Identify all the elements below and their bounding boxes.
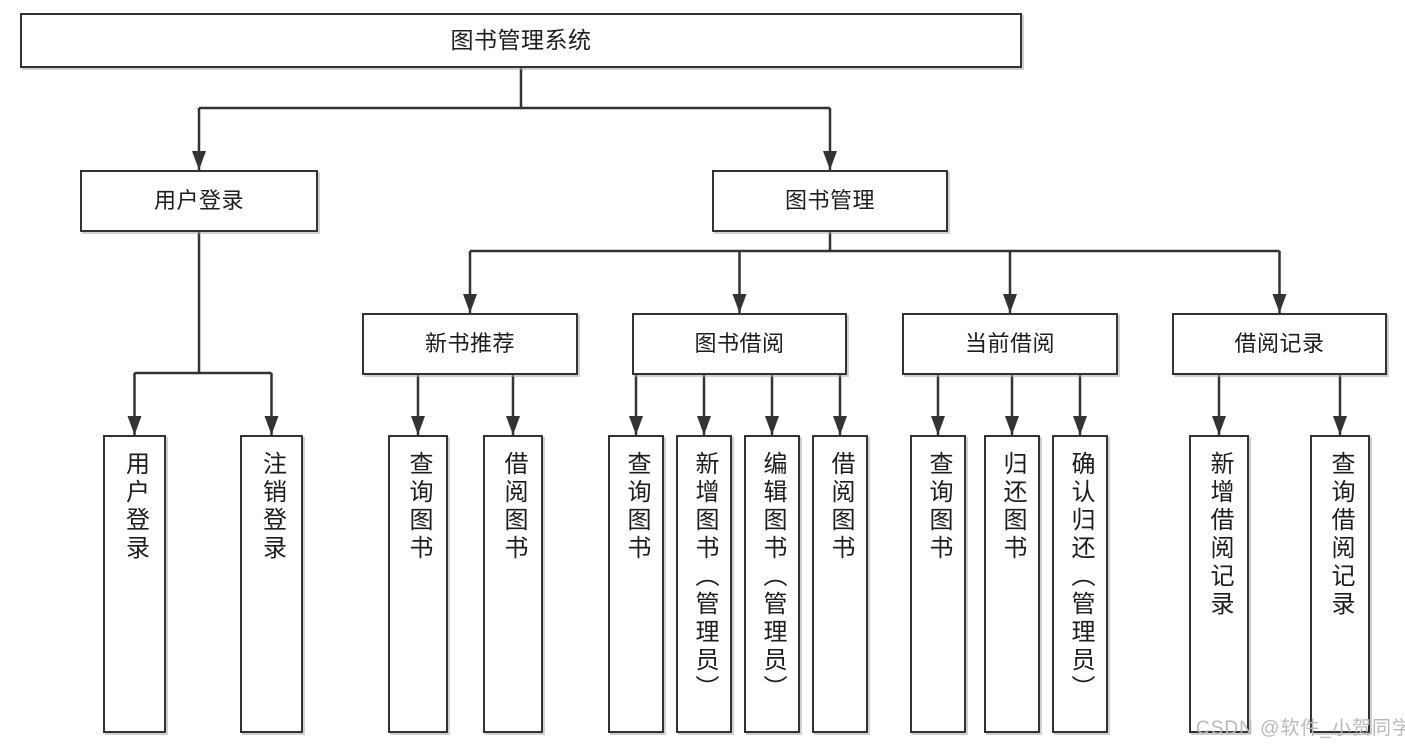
- node-leaf-query-book-3[interactable]: 查询图书: [910, 435, 966, 733]
- node-label: 编辑图书（管理员）: [759, 451, 786, 703]
- node-label: 确认归还（管理员）: [1067, 451, 1094, 703]
- node-leaf-return-book[interactable]: 归还图书: [984, 435, 1040, 733]
- node-label: 查询图书: [925, 451, 952, 563]
- node-leaf-query-book-2[interactable]: 查询图书: [608, 435, 664, 733]
- node-leaf-borrow-book-2[interactable]: 借阅图书: [812, 435, 868, 733]
- node-label: 查询图书: [405, 451, 432, 563]
- node-label: 查询借阅记录: [1327, 451, 1354, 619]
- node-root[interactable]: 图书管理系统: [20, 13, 1022, 68]
- node-label: 图书借阅: [694, 330, 785, 356]
- watermark: CSDN @软件_小贺同学: [1196, 718, 1405, 739]
- node-leaf-add-book-admin[interactable]: 新增图书（管理员）: [676, 435, 732, 733]
- node-label: 注销登录: [258, 451, 286, 563]
- node-leaf-user-login[interactable]: 用户登录: [103, 435, 166, 733]
- node-label: 借阅图书: [827, 451, 854, 563]
- node-label: 用户登录: [121, 451, 149, 563]
- node-book-borrow[interactable]: 图书借阅: [632, 313, 847, 375]
- node-label: 图书管理系统: [450, 26, 592, 53]
- node-label: 归还图书: [999, 451, 1026, 563]
- node-borrow-record[interactable]: 借阅记录: [1172, 313, 1387, 375]
- node-book-management[interactable]: 图书管理: [712, 170, 948, 232]
- node-label: 新增图书（管理员）: [691, 451, 718, 703]
- node-leaf-add-borrow-record[interactable]: 新增借阅记录: [1189, 435, 1249, 733]
- node-leaf-edit-book-admin[interactable]: 编辑图书（管理员）: [744, 435, 800, 733]
- node-label: 借阅记录: [1234, 330, 1325, 356]
- node-label: 用户登录: [153, 187, 244, 213]
- node-label: 新增借阅记录: [1206, 451, 1233, 619]
- node-leaf-borrow-book-1[interactable]: 借阅图书: [483, 435, 543, 733]
- node-label: 借阅图书: [500, 451, 527, 563]
- node-label: 当前借阅: [964, 330, 1055, 356]
- node-current-borrow[interactable]: 当前借阅: [902, 313, 1118, 375]
- node-leaf-confirm-return-admin[interactable]: 确认归还（管理员）: [1052, 435, 1108, 733]
- node-user-login[interactable]: 用户登录: [80, 170, 318, 232]
- node-label: 查询图书: [623, 451, 650, 563]
- node-leaf-query-borrow-record[interactable]: 查询借阅记录: [1310, 435, 1370, 733]
- node-new-book-recommend[interactable]: 新书推荐: [362, 313, 578, 375]
- node-label: 图书管理: [784, 187, 875, 213]
- node-label: 新书推荐: [424, 330, 515, 356]
- node-leaf-query-book-1[interactable]: 查询图书: [388, 435, 448, 733]
- node-leaf-logout-login[interactable]: 注销登录: [240, 435, 303, 733]
